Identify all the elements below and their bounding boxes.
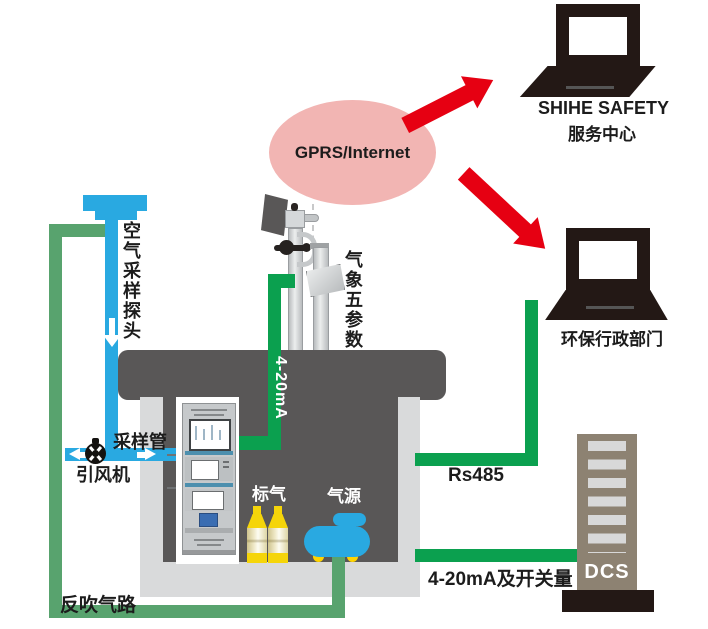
cabinet-mount-tick-2: [167, 487, 176, 489]
label-service-center: 服务中心: [568, 125, 636, 144]
label-sampling-tube: 采样管: [113, 432, 167, 452]
label-420-switch: 4-20mA及开关量: [428, 569, 573, 590]
label-4-20ma: 4-20mA: [272, 356, 289, 420]
label-draft-fan: 引风机: [76, 465, 130, 485]
cabinet-screen-main: [189, 419, 231, 451]
laptop-epa-screen-icon: [566, 228, 650, 292]
gas-cylinder-2: [268, 506, 288, 563]
vane-knob-icon: [291, 203, 298, 211]
analyzer-cabinet: [182, 403, 236, 555]
rs485-pipe-horizontal: [415, 453, 538, 466]
gas-cylinder-1: [247, 506, 267, 563]
dashed-link-line: [312, 204, 314, 252]
gprs-cloud-label: GPRS/Internet: [294, 142, 411, 162]
dcs-tower: DCS: [577, 434, 637, 590]
label-rs485: Rs485: [448, 465, 504, 486]
weather-pole-right: [313, 247, 329, 357]
anemometer-cup-small-icon: [302, 243, 311, 252]
cabinet-divider-2: [185, 483, 233, 487]
wind-vane-blade: [261, 194, 288, 236]
label-air-probe: 空气采样探头: [121, 221, 141, 341]
cabinet-panel-3: [185, 489, 233, 511]
draft-fan-icon: [85, 443, 106, 464]
laptop-epa-touchline: [586, 306, 634, 309]
roof-slab: [118, 350, 446, 400]
weather-signal-pipe-to-cabinet: [238, 436, 281, 450]
label-gas-source: 气源: [327, 487, 361, 506]
label-dcs: DCS: [584, 561, 630, 583]
arrow-shaft: [401, 84, 476, 134]
label-shihe-safety: SHIHE SAFETY: [538, 98, 670, 118]
label-blowback: 反吹气路: [60, 595, 137, 616]
arrow-to-safety-center-icon: [397, 64, 502, 141]
dcs-slots: [588, 441, 626, 553]
blowback-pipe-compressor-stub: [332, 556, 345, 608]
cabinet-base: [183, 550, 235, 554]
label-weather-params: 气象五参数: [343, 250, 363, 350]
dcs-signal-pipe: [415, 549, 579, 562]
laptop-safety-base-icon: [519, 66, 656, 97]
rs485-pipe-vertical: [525, 300, 538, 466]
probe-cap-bottom: [95, 211, 137, 220]
cabinet-screen-small-blue: [199, 513, 218, 527]
probe-cap-top: [83, 195, 147, 211]
compressor-tank: [304, 526, 370, 557]
label-epa: 环保行政部门: [561, 330, 663, 349]
arrow-to-epa-icon: [452, 160, 558, 262]
vane-counterweight: [304, 214, 319, 222]
cabinet-panel-2: [185, 457, 233, 481]
weather-station: [255, 190, 370, 357]
blowback-pipe-left: [49, 224, 62, 618]
laptop-safety-touchline: [566, 86, 614, 89]
weather-pole-right-cap: [310, 243, 329, 249]
anemometer-cup-icon: [279, 240, 294, 255]
cabinet-vent: [185, 528, 233, 533]
blowback-pipe-top: [55, 224, 108, 237]
blowback-pipe-bottom: [49, 605, 345, 618]
fan-motor-nub: [92, 438, 99, 444]
laptop-safety-screen-icon: [556, 4, 640, 68]
cabinet-mount-tick-1: [167, 454, 176, 456]
cabinet-divider-1: [185, 451, 233, 455]
vane-hub: [285, 210, 305, 228]
weather-signal-pipe-vertical: [268, 274, 281, 450]
label-std-gas: 标气: [252, 485, 286, 504]
arrow-shaft: [457, 167, 533, 239]
laptop-epa-base-icon: [545, 290, 668, 320]
compressor-top-tank: [333, 513, 366, 526]
dcs-base: [562, 590, 654, 612]
